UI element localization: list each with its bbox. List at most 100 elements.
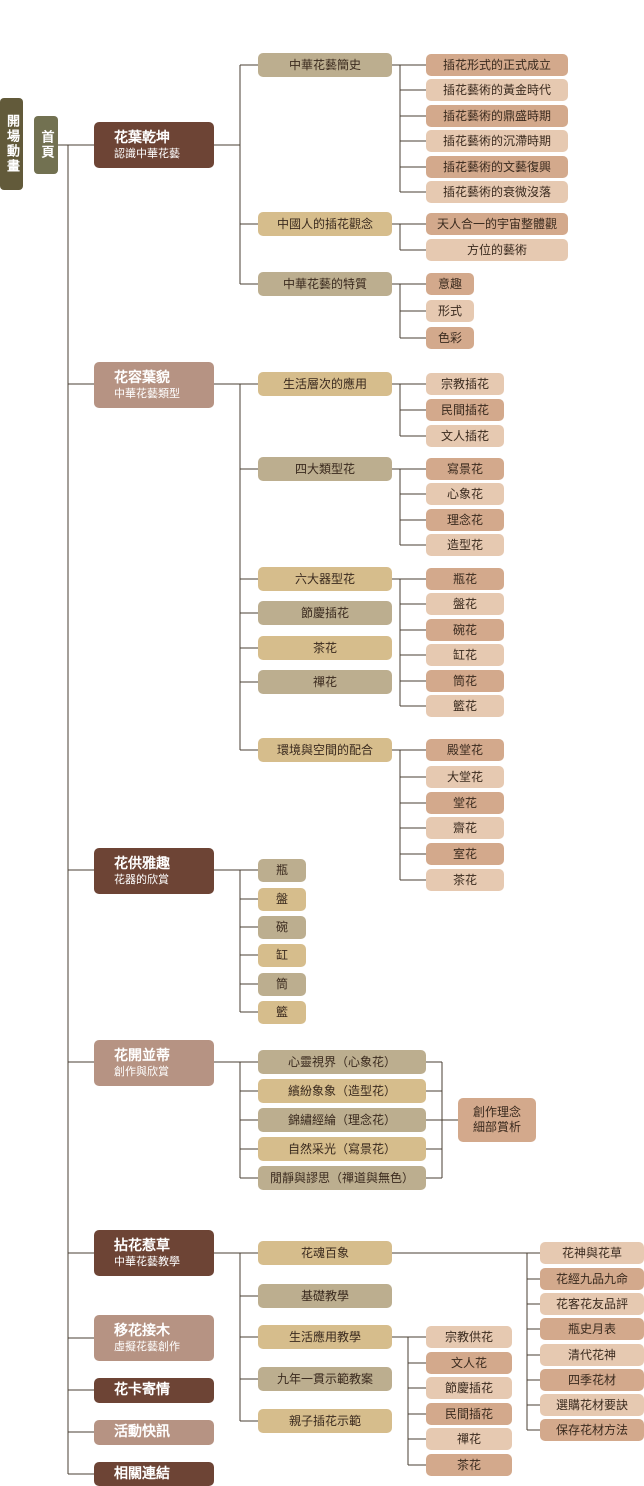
leaf-teach-5[interactable]: 禪花 [426, 1428, 512, 1450]
opening-animation-tab[interactable]: 開場動畫 [0, 98, 23, 190]
node-label: 瓶 [275, 863, 288, 877]
leaf-four-3[interactable]: 理念花 [426, 509, 504, 531]
leaf-six-6[interactable]: 籃花 [426, 695, 504, 717]
main-node-types[interactable]: 花容葉貌 中華花藝類型 [94, 362, 214, 408]
leaf-history-6[interactable]: 插花藝術的衰微沒落 [426, 181, 568, 203]
node-vessel-vase[interactable]: 瓶 [258, 859, 306, 882]
main-node-virtual[interactable]: 移花接木 虛擬花藝創作 [94, 1315, 214, 1361]
node-basic-teaching[interactable]: 基礎教學 [258, 1284, 392, 1308]
leaf-concept-1[interactable]: 天人合一的宇宙整體觀 [426, 213, 568, 235]
main-node-links[interactable]: 相關連結 [94, 1462, 214, 1486]
leaf-life-1[interactable]: 宗教插花 [426, 373, 504, 395]
leaf-concept-2[interactable]: 方位的藝術 [426, 239, 568, 261]
main-node-vessels[interactable]: 花供雅趣 花器的欣賞 [94, 848, 214, 894]
leaf-label: 筒花 [452, 673, 477, 688]
leaf-six-1[interactable]: 瓶花 [426, 568, 504, 590]
node-creation-4[interactable]: 自然采光（寫景花） [258, 1137, 426, 1161]
leaf-env-2[interactable]: 大堂花 [426, 766, 504, 788]
leaf-env-1[interactable]: 殿堂花 [426, 739, 504, 761]
leaf-spirit-6[interactable]: 四季花材 [540, 1369, 644, 1391]
node-creation-3[interactable]: 錦繡經綸（理念花） [258, 1108, 426, 1132]
leaf-history-3[interactable]: 插花藝術的鼎盛時期 [426, 105, 568, 127]
node-concept[interactable]: 中國人的插花觀念 [258, 212, 392, 236]
node-four-types[interactable]: 四大類型花 [258, 457, 392, 481]
leaf-history-5[interactable]: 插花藝術的文藝復興 [426, 156, 568, 178]
node-vessel-tube[interactable]: 筒 [258, 973, 306, 996]
leaf-label: 插花藝術的衰微沒落 [442, 184, 551, 199]
node-tea[interactable]: 茶花 [258, 636, 392, 660]
leaf-label: 花經九品九命 [555, 1271, 628, 1286]
node-traits[interactable]: 中華花藝的特質 [258, 272, 392, 296]
node-vessel-jar[interactable]: 缸 [258, 944, 306, 967]
leaf-label: 寫景花 [446, 461, 483, 476]
leaf-traits-3[interactable]: 色彩 [426, 327, 474, 349]
leaf-six-5[interactable]: 筒花 [426, 670, 504, 692]
leaf-label: 籃花 [452, 698, 477, 713]
node-vessel-basket[interactable]: 籃 [258, 1001, 306, 1024]
leaf-six-2[interactable]: 盤花 [426, 593, 504, 615]
node-history[interactable]: 中華花藝簡史 [258, 53, 392, 77]
leaf-four-4[interactable]: 造型花 [426, 534, 504, 556]
leaf-label: 碗花 [452, 622, 477, 637]
main-node-teaching[interactable]: 拈花惹草 中華花藝教學 [94, 1230, 214, 1276]
leaf-env-6[interactable]: 茶花 [426, 869, 504, 891]
node-creation-analysis[interactable]: 創作理念 細部賞析 [458, 1098, 536, 1142]
main-node-creation[interactable]: 花開並蒂 創作與欣賞 [94, 1040, 214, 1086]
leaf-spirit-7[interactable]: 選購花材要訣 [540, 1394, 644, 1416]
leaf-label: 節慶插花 [444, 1380, 493, 1395]
leaf-history-2[interactable]: 插花藝術的黃金時代 [426, 79, 568, 101]
node-vessel-bowl[interactable]: 碗 [258, 916, 306, 939]
node-parent-child[interactable]: 親子插花示範 [258, 1409, 392, 1433]
node-label-line1: 創作理念 [472, 1105, 521, 1119]
leaf-spirit-4[interactable]: 瓶史月表 [540, 1318, 644, 1340]
node-vessel-plate[interactable]: 盤 [258, 888, 306, 911]
node-festival[interactable]: 節慶插花 [258, 601, 392, 625]
home-tab[interactable]: 首頁 [34, 116, 58, 174]
node-flower-spirit[interactable]: 花魂百象 [258, 1241, 392, 1265]
node-six-vessels[interactable]: 六大器型花 [258, 567, 392, 591]
leaf-label: 選購花材要訣 [555, 1397, 628, 1412]
leaf-spirit-2[interactable]: 花經九品九命 [540, 1268, 644, 1290]
leaf-spirit-8[interactable]: 保存花材方法 [540, 1419, 644, 1441]
node-label: 心靈視界（心象花） [287, 1054, 396, 1069]
leaf-six-4[interactable]: 缸花 [426, 644, 504, 666]
opening-animation-label: 開場動畫 [4, 114, 19, 174]
leaf-env-5[interactable]: 室花 [426, 843, 504, 865]
leaf-four-2[interactable]: 心象花 [426, 483, 504, 505]
leaf-four-1[interactable]: 寫景花 [426, 458, 504, 480]
main-node-news[interactable]: 活動快訊 [94, 1420, 214, 1445]
node-label: 筒 [275, 977, 288, 991]
leaf-env-3[interactable]: 堂花 [426, 792, 504, 814]
node-life-application[interactable]: 生活層次的應用 [258, 372, 392, 396]
main-node-cards[interactable]: 花卡寄情 [94, 1378, 214, 1403]
node-label: 禪花 [312, 674, 337, 689]
leaf-teach-6[interactable]: 茶花 [426, 1454, 512, 1476]
leaf-spirit-1[interactable]: 花神與花草 [540, 1242, 644, 1264]
leaf-spirit-3[interactable]: 花客花友品評 [540, 1293, 644, 1315]
leaf-label: 民間插花 [440, 402, 489, 417]
main-node-title: 相關連結 [114, 1465, 170, 1482]
leaf-life-3[interactable]: 文人插花 [426, 425, 504, 447]
node-environment[interactable]: 環境與空間的配合 [258, 738, 392, 762]
node-life-teaching[interactable]: 生活應用教學 [258, 1325, 392, 1349]
leaf-teach-1[interactable]: 宗教供花 [426, 1326, 512, 1348]
leaf-history-4[interactable]: 插花藝術的沉滯時期 [426, 130, 568, 152]
leaf-label: 理念花 [446, 512, 483, 527]
leaf-teach-3[interactable]: 節慶插花 [426, 1377, 512, 1399]
main-node-knowing[interactable]: 花葉乾坤 認識中華花藝 [94, 122, 214, 168]
leaf-life-2[interactable]: 民間插花 [426, 399, 504, 421]
leaf-traits-1[interactable]: 意趣 [426, 273, 474, 295]
node-label: 自然采光（寫景花） [287, 1141, 396, 1156]
leaf-teach-2[interactable]: 文人花 [426, 1352, 512, 1374]
node-zen[interactable]: 禪花 [258, 670, 392, 694]
leaf-history-1[interactable]: 插花形式的正式成立 [426, 54, 568, 76]
leaf-six-3[interactable]: 碗花 [426, 619, 504, 641]
node-creation-1[interactable]: 心靈視界（心象花） [258, 1050, 426, 1074]
node-creation-5[interactable]: 閒靜與謬思（禪道與無色） [258, 1166, 426, 1190]
leaf-traits-2[interactable]: 形式 [426, 300, 474, 322]
node-creation-2[interactable]: 繽紛象象（造型花） [258, 1079, 426, 1103]
node-nine-year[interactable]: 九年一貫示範教案 [258, 1367, 392, 1391]
leaf-spirit-5[interactable]: 清代花神 [540, 1344, 644, 1366]
leaf-env-4[interactable]: 齋花 [426, 817, 504, 839]
leaf-teach-4[interactable]: 民間插花 [426, 1403, 512, 1425]
